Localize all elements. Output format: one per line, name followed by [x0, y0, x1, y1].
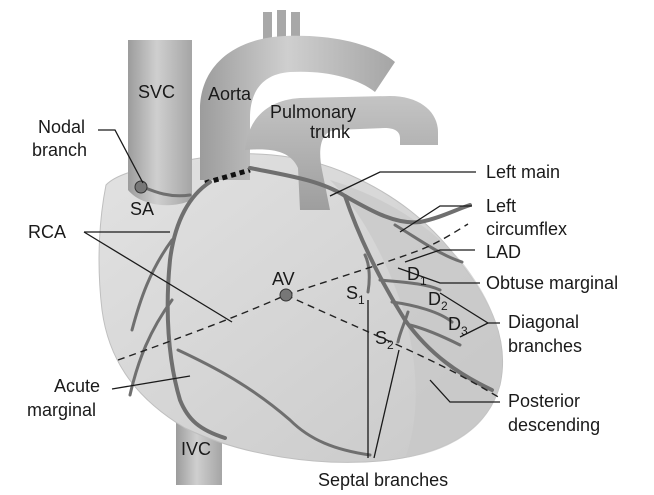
av-label: AV: [272, 269, 295, 289]
lad-label: LAD: [486, 242, 521, 262]
posterior-descending-label-2: descending: [508, 415, 600, 435]
septal-branches-label: Septal branches: [318, 470, 448, 490]
diagonal-branches-label-2: branches: [508, 336, 582, 356]
posterior-descending-label-1: Posterior: [508, 391, 580, 411]
acute-marginal-label-2: marginal: [27, 400, 96, 420]
pulmonary-trunk-label-2: trunk: [310, 122, 351, 142]
pulmonary-trunk-label-1: Pulmonary: [270, 102, 356, 122]
diagonal-branches-label-1: Diagonal: [508, 312, 579, 332]
sa-node: [135, 181, 147, 193]
rca-label: RCA: [28, 222, 66, 242]
av-node: [280, 289, 292, 301]
left-circumflex-label-2: circumflex: [486, 219, 567, 239]
svc-label: SVC: [138, 82, 175, 102]
nodal-branch-label-2: branch: [32, 140, 87, 160]
svc-vessel: [128, 40, 192, 205]
left-main-label: Left main: [486, 162, 560, 182]
aortic-branch-2: [277, 10, 286, 40]
obtuse-marginal-label: Obtuse marginal: [486, 273, 618, 293]
nodal-branch-label-1: Nodal: [38, 117, 85, 137]
acute-marginal-label-1: Acute: [54, 376, 100, 396]
aorta-label: Aorta: [208, 84, 252, 104]
sa-label: SA: [130, 199, 154, 219]
left-circumflex-label-1: Left: [486, 196, 516, 216]
ivc-label: IVC: [181, 439, 211, 459]
